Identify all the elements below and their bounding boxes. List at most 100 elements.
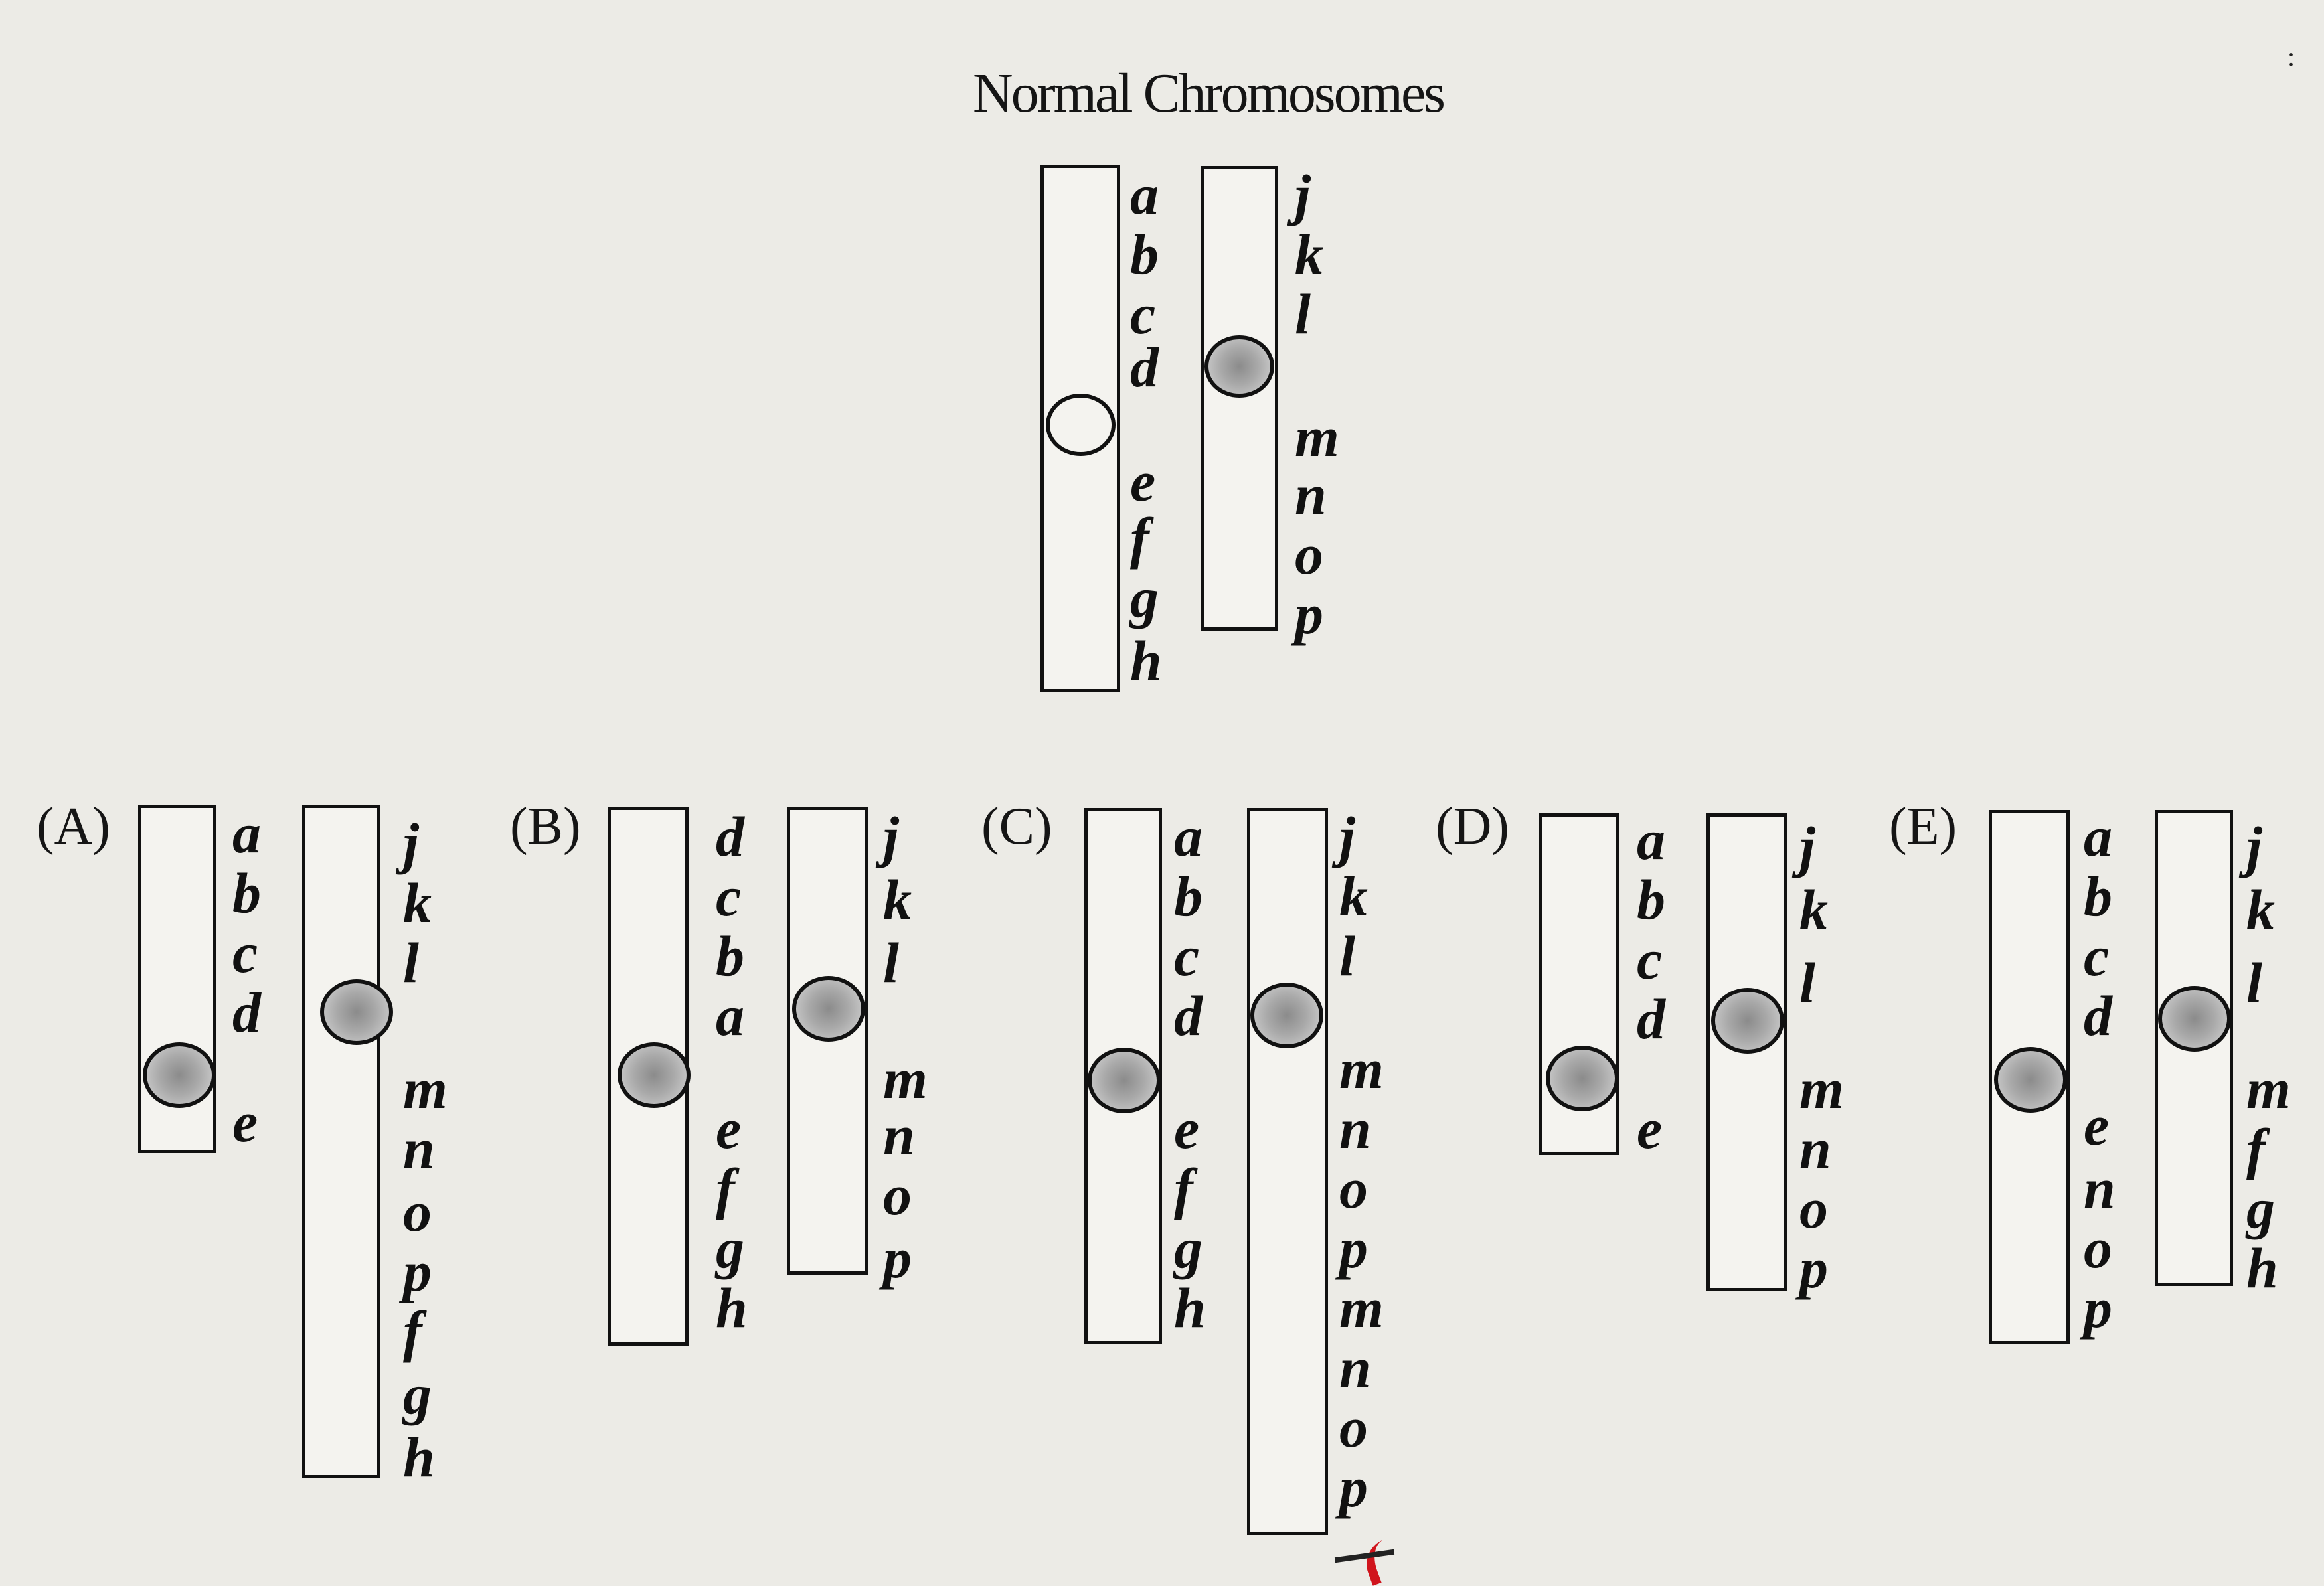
option-1-chromosome-2-gene-label: f [403,1299,422,1363]
option-5-chromosome-1-gene-label: a [2084,805,2112,868]
option-2-chromosome-1-gene-label: c [716,864,742,928]
centromere-icon [1546,1046,1619,1111]
normal-chromosome-1-gene-label: f [1130,506,1149,570]
normal-chromosome-1-gene-label: e [1130,449,1156,513]
option-1-chromosome-1-gene-label: e [232,1090,258,1154]
option-3-chromosome-2-gene-label: l [1339,924,1355,988]
centromere-icon [143,1042,216,1108]
option-2-chromosome-2-gene-label: k [883,868,912,931]
option-1-chromosome-1-gene-label: b [232,861,261,925]
option-2-chromosome-2-gene-label: n [883,1103,915,1167]
option-3-chromosome-2-gene-label: n [1339,1097,1371,1160]
option-4-chromosome-1-gene-label: b [1637,868,1665,931]
normal-chromosome-1-gene-label: g [1130,566,1159,629]
option-5-chromosome-1-gene-label: e [2084,1093,2110,1157]
option-3-chromosome-2-gene-label: j [1339,805,1355,868]
option-1-chromosome-2-gene-label: p [403,1239,432,1303]
option-2-chromosome-1-gene-label: e [716,1097,742,1160]
option-2-chromosome-2-gene-label: l [883,931,899,994]
option-3-chromosome-1-gene-label: e [1174,1097,1200,1160]
option-5-chromosome-2-gene-label: j [2246,815,2262,878]
option-3-chromosome-2-gene-label: n [1339,1336,1371,1399]
normal-chromosome-2-gene-label: o [1295,522,1323,586]
option-2-chromosome-1-gene-label: d [716,805,744,868]
normal-chromosome-2-gene-label: j [1295,163,1311,226]
option-3-chromosome-1-gene-label: g [1174,1216,1203,1280]
option-5-chromosome-1-gene-label: n [2084,1156,2116,1220]
option-4-chromosome-2-gene-label: o [1799,1176,1828,1240]
option-1-chromosome-2-gene-label: o [403,1180,432,1243]
normal-chromosome-2-gene-label: p [1295,582,1323,646]
option-2-chromosome-2-gene-label: o [883,1163,912,1227]
option-3-chromosome-1-gene-label: d [1174,984,1203,1048]
option-3-chromosome-2-gene-label: m [1339,1037,1384,1101]
option-5-chromosome-1-gene-label: c [2084,924,2110,988]
centromere-icon [618,1042,691,1108]
corner-mark: : [2287,42,2295,72]
option-2-chromosome-1-gene-label: g [716,1216,744,1280]
option-2-chromosome-1-gene-label: a [716,984,744,1048]
option-3-chromosome-2-gene-label: k [1339,864,1368,928]
option-3-chromosome-1-gene-label: b [1174,864,1203,928]
normal-chromosome-2-gene-label: l [1295,282,1311,346]
normal-chromosome-1-gene-label: b [1130,222,1159,286]
option-5-chromosome-1-gene-label: d [2084,984,2112,1048]
option-3-chromosome-2-gene-label: p [1339,1216,1368,1280]
option-1-chromosome-1-gene-label: a [232,801,261,865]
option-5-chromosome-2-gene-label: l [2246,951,2262,1014]
option-2-chromosome-1-gene-label: b [716,924,744,988]
normal-chromosome-1-gene-label: c [1130,282,1156,346]
option-5-chromosome-1-gene-label: p [2084,1276,2112,1340]
option-3-chromosome-2-bar [1247,808,1328,1535]
option-4-chromosome-1-gene-label: a [1637,808,1665,872]
option-5-chromosome-2-bar [2155,810,2233,1286]
option-label: (D) [1436,797,1510,856]
centromere-icon [320,979,393,1045]
option-1-chromosome-2-gene-label: l [403,931,419,994]
option-2-chromosome-1-gene-label: f [716,1156,735,1220]
option-2-chromosome-2-gene-label: m [883,1047,928,1111]
option-1-chromosome-1-gene-label: c [232,921,258,985]
option-2-chromosome-2-gene-label: j [883,805,899,868]
normal-chromosome-1-gene-label: h [1130,629,1162,692]
option-3-chromosome-1-gene-label: c [1174,924,1200,988]
option-4-chromosome-2-gene-label: m [1799,1057,1844,1121]
option-1-chromosome-2-gene-label: n [403,1117,435,1180]
option-1-chromosome-2-gene-label: j [403,811,419,875]
option-3-chromosome-1-gene-label: f [1174,1156,1193,1220]
centromere-icon [1250,983,1323,1048]
option-1-chromosome-2-gene-label: k [403,871,432,935]
normal-chromosome-2-gene-label: m [1295,405,1339,469]
centromere-icon [2158,986,2231,1052]
centromere-icon [1204,335,1274,398]
option-1-chromosome-2-gene-label: g [403,1362,432,1426]
diagram-title: Normal Chromosomes [973,62,1446,124]
normal-chromosome-2-gene-label: k [1295,222,1323,286]
option-4-chromosome-1-gene-label: e [1637,1097,1663,1160]
option-5-chromosome-2-gene-label: h [2246,1236,2278,1300]
option-label: (E) [1889,797,1957,856]
option-2-chromosome-1-gene-label: h [716,1276,748,1340]
option-5-chromosome-1-gene-label: b [2084,864,2112,928]
option-3-chromosome-1-gene-label: a [1174,805,1203,868]
option-4-chromosome-2-gene-label: p [1799,1236,1828,1300]
option-label: (A) [37,797,111,856]
option-4-chromosome-2-gene-label: j [1799,815,1815,878]
option-1-chromosome-2-gene-label: m [403,1057,448,1121]
option-1-chromosome-2-gene-label: h [403,1425,435,1489]
centromere-icon [1088,1048,1161,1113]
option-3-chromosome-2-gene-label: p [1339,1455,1368,1519]
option-5-chromosome-2-gene-label: f [2246,1117,2266,1180]
option-3-chromosome-1-gene-label: h [1174,1276,1206,1340]
centromere-icon [1711,988,1784,1054]
option-5-chromosome-2-gene-label: g [2246,1176,2275,1240]
option-4-chromosome-2-gene-label: l [1799,951,1815,1014]
option-4-chromosome-1-gene-label: c [1637,927,1663,991]
option-4-chromosome-2-gene-label: n [1799,1117,1831,1180]
option-label: (B) [510,797,581,856]
normal-chromosome-1-gene-label: d [1130,335,1159,399]
option-5-chromosome-2-gene-label: m [2246,1057,2291,1121]
normal-chromosome-1-gene-label: a [1130,163,1159,226]
option-4-chromosome-1-gene-label: d [1637,987,1665,1051]
normal-chromosome-2-gene-label: n [1295,463,1327,526]
